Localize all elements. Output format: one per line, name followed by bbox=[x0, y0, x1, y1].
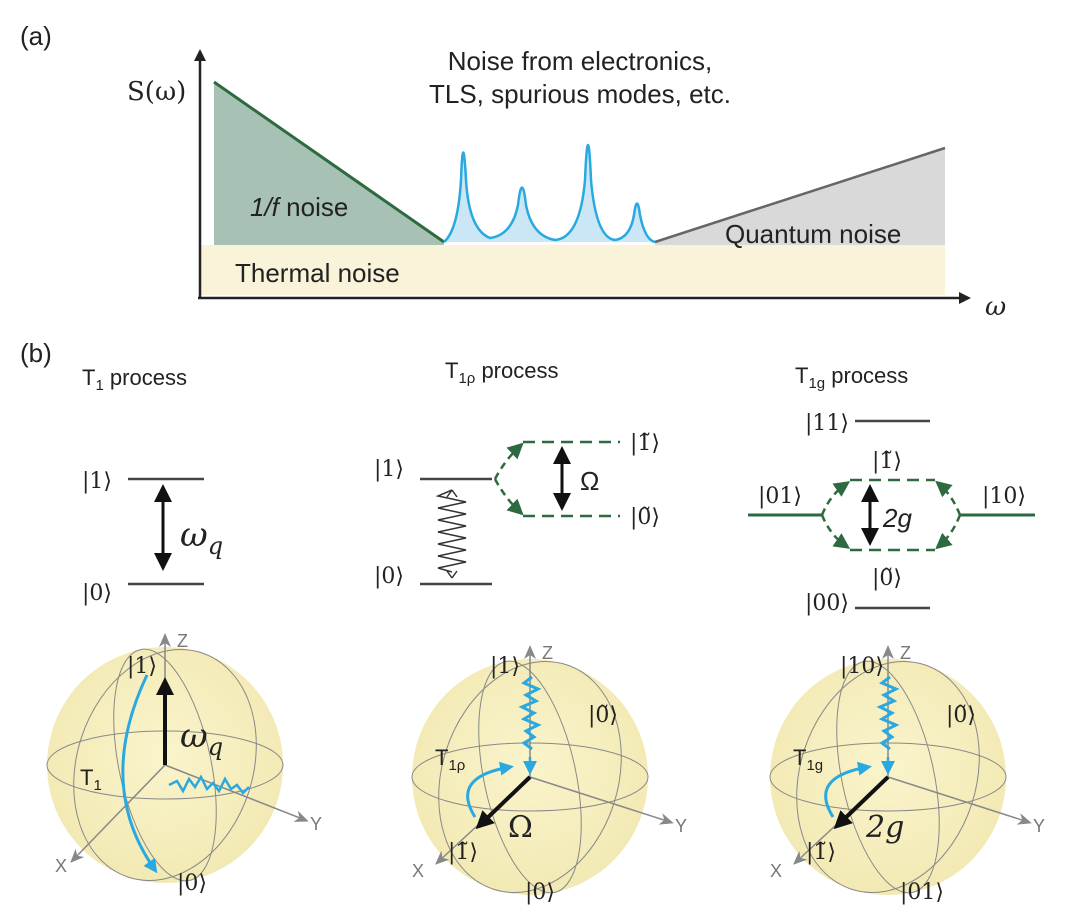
t1-title: T1 process bbox=[82, 365, 187, 394]
t1-x-axis bbox=[70, 764, 166, 863]
t1-decay-arrow bbox=[121, 674, 158, 874]
panel-b: (b) T1 process |1⟩ |0⟩ ωq T1ρ process |1… bbox=[20, 338, 1045, 905]
t1rho-ket-1-tilde: |1̃⟩ bbox=[630, 431, 660, 456]
t1rho-x-label: X bbox=[412, 861, 424, 881]
x-axis-label: ω bbox=[985, 292, 1006, 322]
t1g-meridian-1 bbox=[836, 660, 940, 894]
t1rho-spring-arrows bbox=[446, 489, 458, 579]
t1rho-title: T1ρ process bbox=[445, 358, 558, 387]
one-over-f-label: 1/f noise bbox=[250, 192, 348, 222]
t1rho-bloch-sphere: Z Y X |1⟩ |0̃⟩ |1̃⟩ |0⟩ Ω T1ρ bbox=[411, 643, 687, 905]
t1g-split-right-down bbox=[935, 514, 962, 550]
t1g-ket-00: |00⟩ bbox=[805, 591, 849, 616]
t1rho-state-vector bbox=[475, 775, 532, 830]
t1g-x-label: X bbox=[770, 861, 782, 881]
t1rho-noise-spring bbox=[435, 489, 467, 573]
t1-bloch-top-ket: |1⟩ bbox=[127, 654, 157, 679]
t1g-bloch-top-ket: |10⟩ bbox=[840, 654, 884, 679]
t1rho-noise-trace bbox=[518, 675, 542, 751]
t1-y-axis bbox=[164, 764, 309, 822]
t1-omega-label: ωq bbox=[180, 515, 223, 560]
spurious-peaks-fill bbox=[444, 145, 655, 242]
t1g-ket-10: |10⟩ bbox=[982, 484, 1026, 509]
t1g-z-label: Z bbox=[900, 643, 911, 663]
peaks-title-line2: TLS, spurious modes, etc. bbox=[429, 79, 731, 109]
t1g-bloch-process-label: T1g bbox=[793, 745, 823, 774]
t1g-level-diagram: T1g process |11⟩ |00⟩ |01⟩ |10⟩ 2g |1̃⟩ … bbox=[748, 363, 1035, 616]
t1rho-meridian-1 bbox=[478, 660, 582, 894]
t1-bloch-vector-label: ωq bbox=[180, 716, 223, 761]
t1rho-omega-label: Ω bbox=[580, 466, 599, 496]
panel-a-label: (a) bbox=[20, 21, 52, 51]
t1rho-bloch-x-ket: |1̃⟩ bbox=[448, 840, 478, 865]
t1rho-split-up bbox=[493, 442, 524, 480]
t1rho-ket-0-tilde: |0̃⟩ bbox=[630, 505, 660, 530]
t1g-split-left-up bbox=[820, 481, 851, 516]
t1g-split-right-up bbox=[935, 480, 962, 516]
t1rho-y-axis bbox=[529, 776, 674, 825]
t1rho-bloch-top-ket: |1⟩ bbox=[490, 654, 520, 679]
t1g-bloch-vector-label: 2g bbox=[865, 810, 904, 845]
t1rho-decay-arrow bbox=[466, 761, 514, 818]
t1rho-bloch-bottom-ket: |0⟩ bbox=[525, 880, 555, 905]
one-over-f-line bbox=[213, 80, 445, 244]
peaks-title-line1: Noise from electronics, bbox=[448, 46, 712, 76]
t1rho-y-label: Y bbox=[675, 816, 687, 836]
t1g-title: T1g process bbox=[795, 363, 908, 392]
t1g-ket-01: |01⟩ bbox=[758, 484, 802, 509]
t1g-bloch-x-ket: |1̃⟩ bbox=[806, 840, 836, 865]
t1g-bloch-sphere: Z Y X |10⟩ |0̃⟩ |1̃⟩ |01⟩ 2g T1g bbox=[769, 643, 1045, 905]
t1rho-level-diagram: T1ρ process |1⟩ |0⟩ Ω |1̃⟩ |0̃⟩ bbox=[374, 358, 660, 589]
t1g-noise-trace bbox=[876, 675, 900, 751]
t1g-ket-11: |11⟩ bbox=[805, 411, 849, 436]
t1-ket-1: |1⟩ bbox=[82, 469, 112, 494]
t1-bloch-process-label: T1 bbox=[80, 765, 102, 794]
t1rho-bloch-vector-label: Ω bbox=[508, 810, 533, 845]
t1-noise-trace bbox=[168, 774, 250, 795]
t1g-split-left-down bbox=[820, 514, 851, 549]
t1g-ket-1-tilde: |1̃⟩ bbox=[872, 449, 902, 474]
t1g-y-label: Y bbox=[1033, 816, 1045, 836]
t1g-state-vector bbox=[833, 775, 890, 830]
t1-meridian-2 bbox=[73, 649, 257, 881]
t1rho-z-label: Z bbox=[542, 643, 553, 663]
thermal-noise-label: Thermal noise bbox=[235, 258, 400, 288]
quantum-noise-label: Quantum noise bbox=[725, 219, 901, 249]
t1g-bloch-bottom-ket: |01⟩ bbox=[900, 880, 944, 905]
t1rho-ket-1: |1⟩ bbox=[374, 457, 404, 482]
panel-b-label: (b) bbox=[20, 338, 52, 368]
t1rho-bloch-right-ket: |0̃⟩ bbox=[588, 703, 618, 728]
t1-level-diagram: T1 process |1⟩ |0⟩ ωq bbox=[82, 365, 223, 606]
thermal-noise-band bbox=[200, 245, 945, 295]
t1g-coupling-label: 2g bbox=[882, 503, 912, 533]
quantum-noise-line bbox=[654, 146, 946, 244]
t1-meridian-1 bbox=[113, 648, 217, 882]
t1-z-label: Z bbox=[177, 631, 188, 651]
panel-a: (a) S(ω) ω Noise from electronics, TLS, … bbox=[20, 21, 1006, 322]
t1g-y-axis bbox=[887, 776, 1032, 825]
t1g-decay-arrow bbox=[824, 761, 872, 818]
t1g-ket-0-tilde: |0̃⟩ bbox=[872, 566, 902, 591]
t1-ket-0: |0⟩ bbox=[82, 581, 112, 606]
t1rho-ket-0: |0⟩ bbox=[374, 564, 404, 589]
t1rho-bloch-process-label: T1ρ bbox=[435, 745, 465, 774]
t1rho-split-down bbox=[493, 478, 524, 516]
spurious-peaks-line bbox=[443, 143, 656, 244]
t1g-bloch-right-ket: |0̃⟩ bbox=[946, 703, 976, 728]
t1-x-label: X bbox=[55, 856, 67, 876]
t1-y-label: Y bbox=[310, 814, 322, 834]
t1-bloch-sphere: Z Y X |1⟩ |0⟩ ωq T1 bbox=[46, 631, 322, 896]
y-axis-label: S(ω) bbox=[127, 77, 186, 107]
t1-bloch-bottom-ket: |0⟩ bbox=[177, 871, 207, 896]
